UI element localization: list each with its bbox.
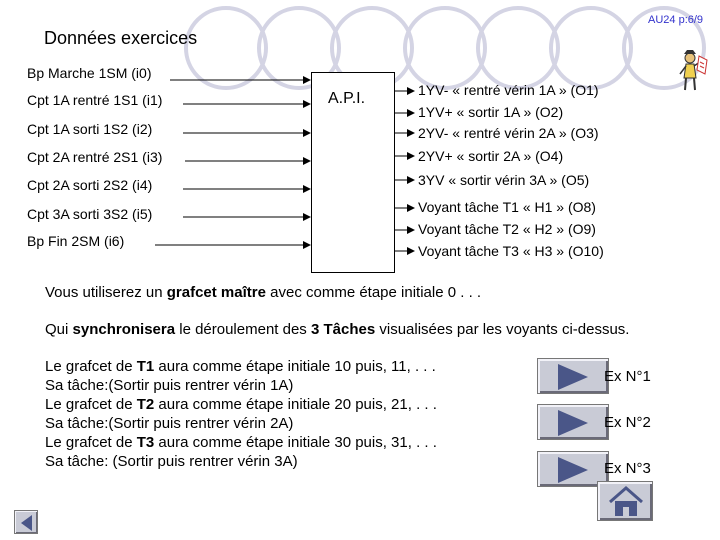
instruction-paragraph-2: Qui synchronisera le déroulement des 3 T…: [45, 321, 629, 338]
text-span: Vous utiliserez un: [45, 284, 167, 301]
task-name: T2: [137, 396, 155, 413]
task-name: T3: [137, 434, 155, 451]
text-span: aura comme étape initiale 20 puis, 21, .…: [154, 396, 437, 413]
output-item: 3YV « sortir vérin 3A » (O5): [418, 172, 589, 188]
task-line: Le grafcet de T2 aura comme étape initia…: [45, 395, 437, 414]
back-arrow-icon: [15, 511, 39, 535]
task-desc: Sa tâche:(Sortir puis rentrer vérin 2A): [45, 414, 437, 433]
back-button[interactable]: [14, 510, 38, 534]
output-item: Voyant tâche T2 « H2 » (O9): [418, 221, 596, 237]
text-span: visualisées par les voyants ci-dessus.: [375, 321, 629, 338]
output-item: 1YV- « rentré vérin 1A » (O1): [418, 82, 599, 98]
text-span: aura comme étape initiale 30 puis, 31, .…: [154, 434, 437, 451]
play-triangle-icon: [538, 359, 610, 395]
emphasis-text: 3 Tâches: [311, 321, 375, 338]
task-line: Le grafcet de T3 aura comme étape initia…: [45, 433, 437, 452]
task-desc: Sa tâche: (Sortir puis rentrer vérin 3A): [45, 452, 437, 471]
home-icon: [598, 482, 654, 522]
emphasis-text: grafcet maître: [167, 284, 266, 301]
exercise-2-button[interactable]: [537, 404, 609, 440]
output-item: 2YV- « rentré vérin 2A » (O3): [418, 125, 599, 141]
exercise-1-label[interactable]: Ex N°1: [604, 368, 651, 385]
output-item: Voyant tâche T3 « H3 » (O10): [418, 243, 604, 259]
text-span: le déroulement des: [175, 321, 311, 338]
text-span: Le grafcet de: [45, 396, 137, 413]
output-item: Voyant tâche T1 « H1 » (O8): [418, 199, 596, 215]
text-span: aura comme étape initiale 10 puis, 11, .…: [154, 358, 436, 375]
instruction-paragraph-1: Vous utiliserez un grafcet maître avec c…: [45, 284, 481, 301]
exercise-3-label[interactable]: Ex N°3: [604, 460, 651, 477]
exercise-2-label[interactable]: Ex N°2: [604, 414, 651, 431]
output-item: 1YV+ « sortir 1A » (O2): [418, 104, 563, 120]
home-button[interactable]: [597, 481, 653, 521]
task-desc: Sa tâche:(Sortir puis rentrer vérin 1A): [45, 376, 437, 395]
emphasis-text: synchronisera: [73, 321, 176, 338]
play-triangle-icon: [538, 405, 610, 441]
task-descriptions: Le grafcet de T1 aura comme étape initia…: [45, 357, 437, 471]
exercise-1-button[interactable]: [537, 358, 609, 394]
text-span: avec comme étape initiale 0 . . .: [266, 284, 481, 301]
text-span: Le grafcet de: [45, 358, 137, 375]
text-span: Qui: [45, 321, 73, 338]
task-name: T1: [137, 358, 155, 375]
task-line: Le grafcet de T1 aura comme étape initia…: [45, 357, 437, 376]
output-item: 2YV+ « sortir 2A » (O4): [418, 148, 563, 164]
text-span: Le grafcet de: [45, 434, 137, 451]
